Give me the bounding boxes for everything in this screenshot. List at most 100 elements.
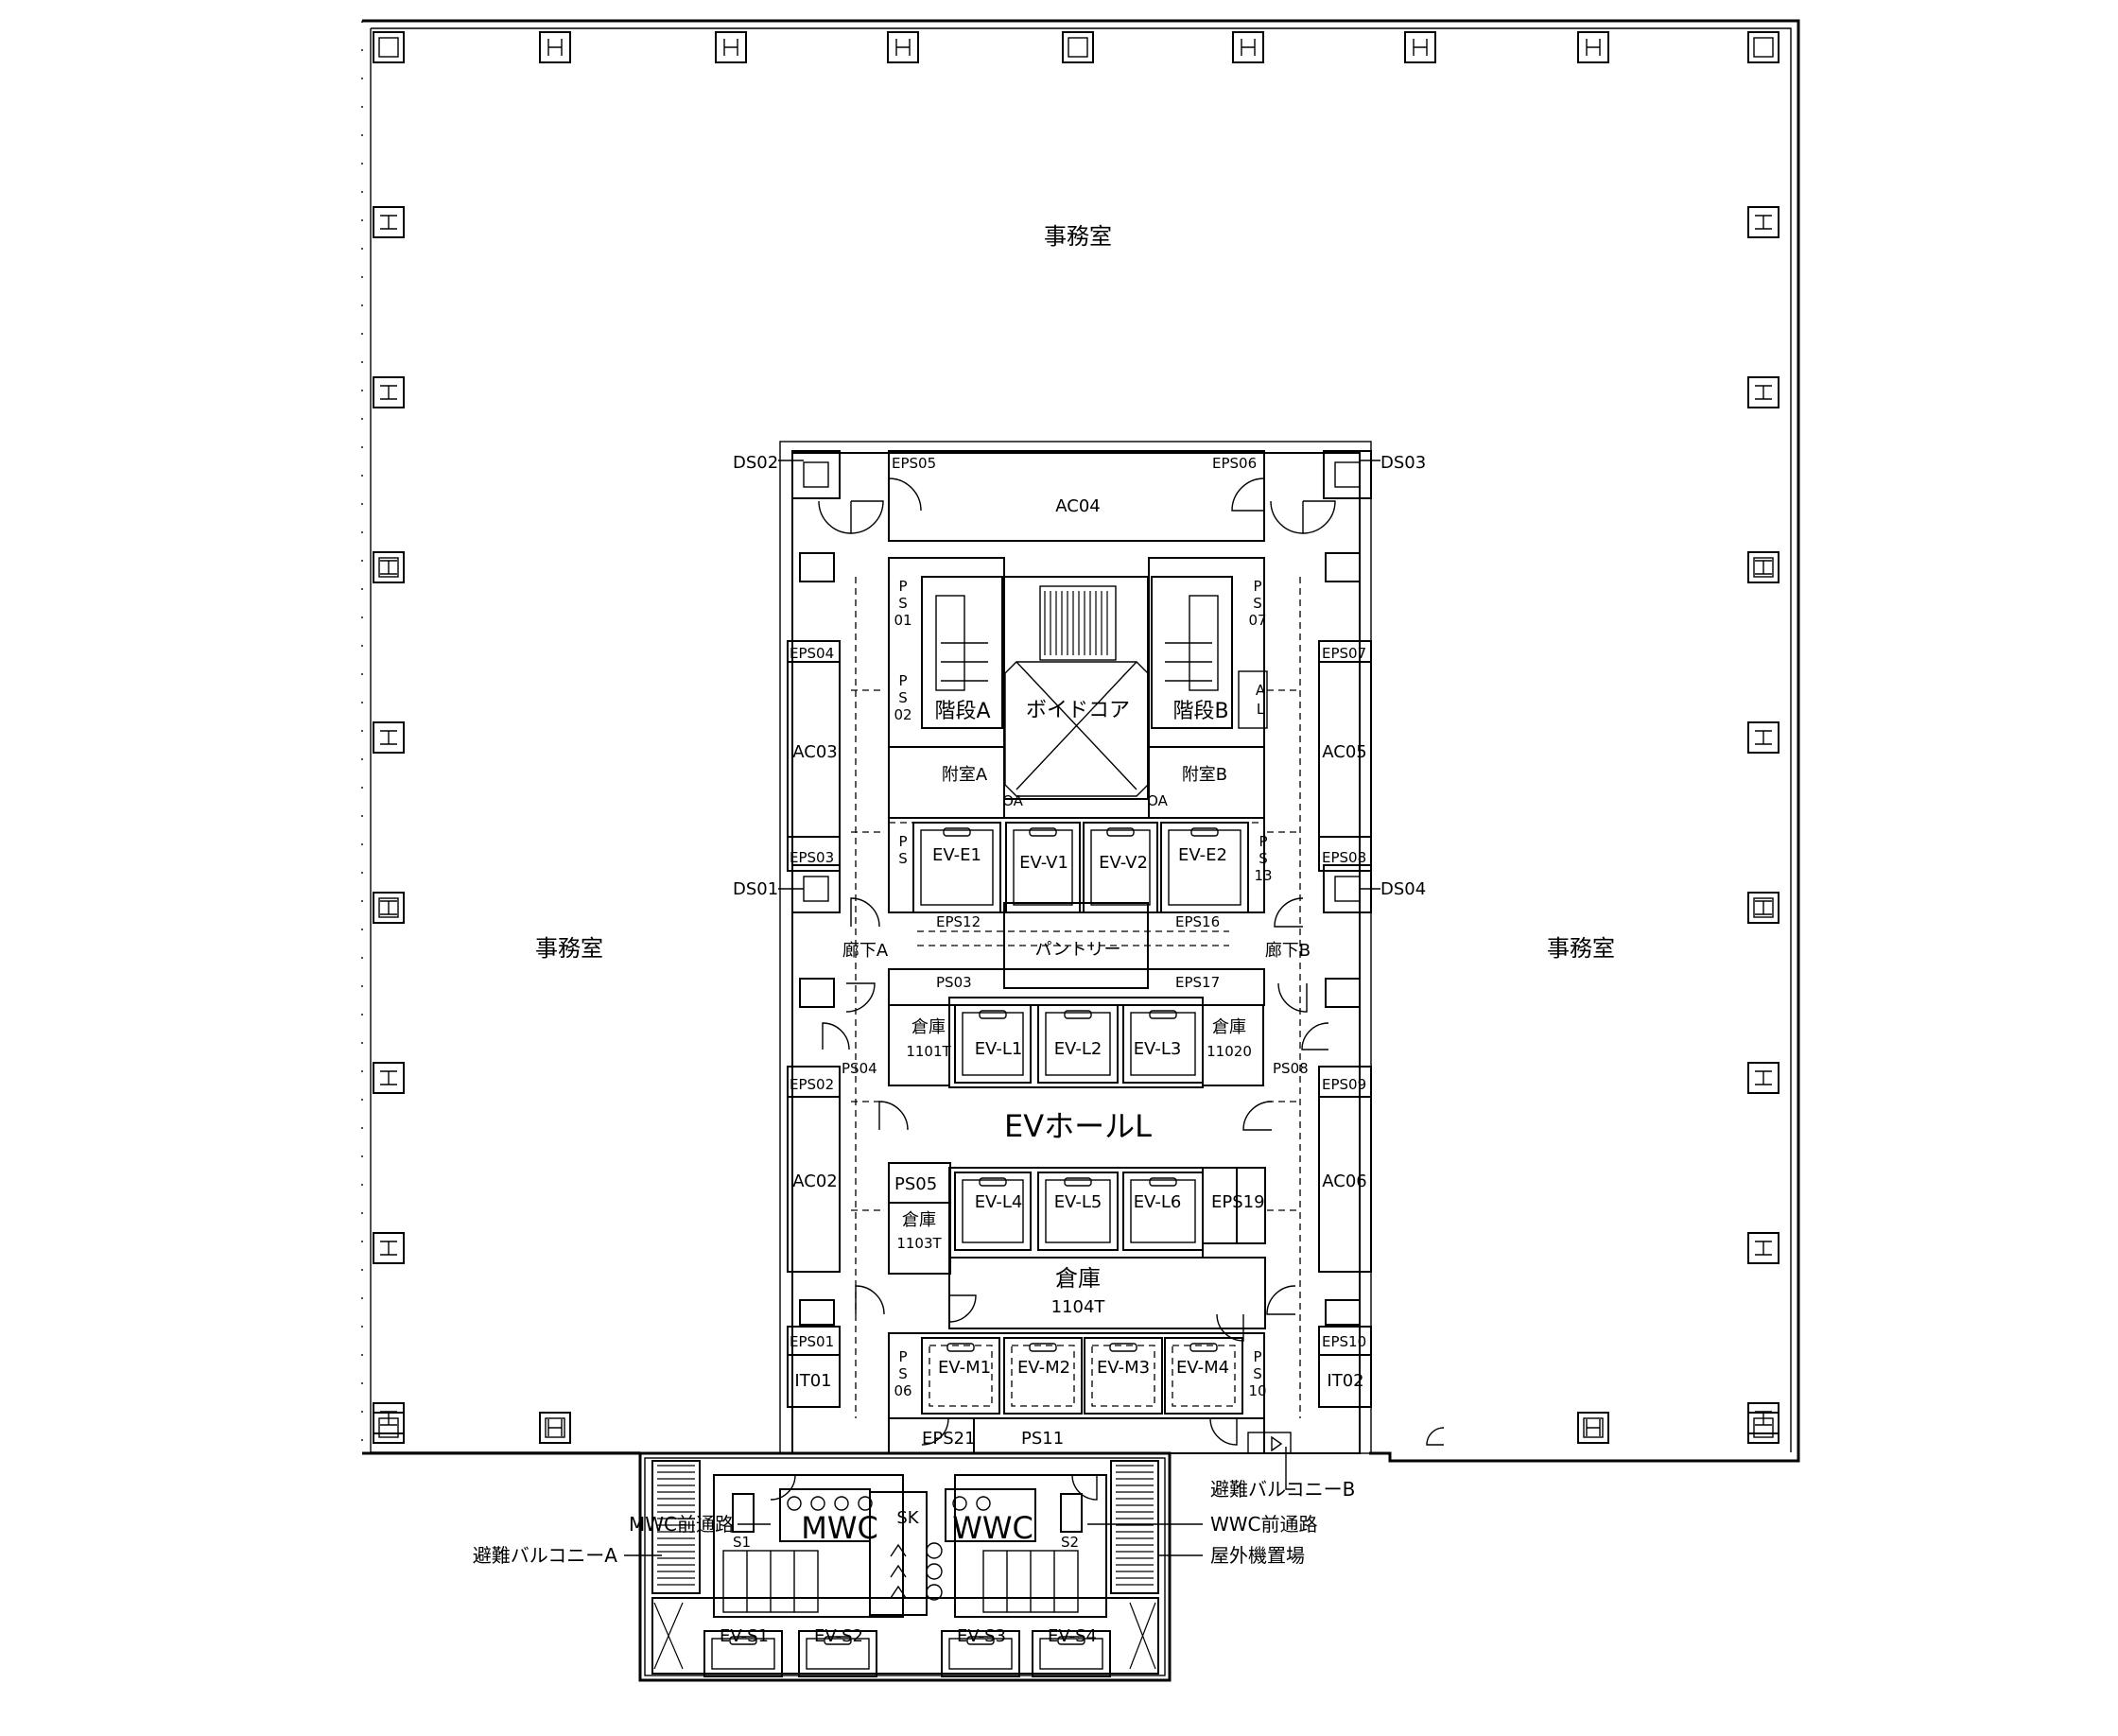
label-oa-right: OA bbox=[1147, 792, 1169, 809]
toilet-wing bbox=[638, 1432, 1292, 1682]
label-ev-s1: EV-S1 bbox=[720, 1626, 769, 1646]
door-swing bbox=[1071, 1474, 1098, 1501]
elevator-shaft bbox=[1032, 1630, 1111, 1677]
label-ev-e1: EV-E1 bbox=[932, 845, 981, 865]
elevator-labels: EV-E1 EV-V1 EV-V2 EV-E2 EV-L1 EV-L2 EV-L… bbox=[720, 845, 1229, 1646]
label-stair-b: 階段B bbox=[1172, 700, 1228, 723]
door-swing bbox=[822, 1022, 850, 1050]
callout-balcony-b: 避難バルコニーB bbox=[1210, 1478, 1355, 1501]
door-swing bbox=[1274, 897, 1304, 928]
label-it02: IT02 bbox=[1327, 1371, 1363, 1391]
label-storage-1102: 倉庫 bbox=[1212, 1017, 1246, 1037]
door-swing bbox=[1277, 982, 1308, 1013]
column bbox=[1747, 1062, 1779, 1094]
label-ps11: PS11 bbox=[1021, 1429, 1064, 1449]
column bbox=[1747, 892, 1779, 924]
elevator-shaft bbox=[1164, 1337, 1243, 1415]
label-ds03: DS03 bbox=[1380, 453, 1426, 473]
column bbox=[373, 1232, 405, 1264]
label-corridor-b: 廊下B bbox=[1265, 941, 1311, 961]
label-storage-1101-code: 1101T bbox=[906, 1043, 951, 1060]
column bbox=[373, 892, 405, 924]
label-ev-s4: EV-S4 bbox=[1048, 1626, 1097, 1646]
label-ev-l6: EV-L6 bbox=[1134, 1192, 1182, 1212]
label-eps12: EPS12 bbox=[936, 913, 981, 930]
label-storage-1104: 倉庫 bbox=[1055, 1265, 1101, 1292]
callout-balcony-a: 避難バルコニーA bbox=[473, 1544, 618, 1567]
label-office-right: 事務室 bbox=[1547, 935, 1615, 962]
stair-and-void-core bbox=[888, 557, 1268, 819]
label-ev-m3: EV-M3 bbox=[1097, 1358, 1150, 1378]
label-sk: SK bbox=[896, 1508, 919, 1528]
label-ds02: DS02 bbox=[733, 453, 778, 473]
column bbox=[373, 551, 405, 583]
elevator-shaft bbox=[921, 1337, 1000, 1415]
door-swing bbox=[948, 1294, 977, 1323]
door-swing bbox=[1266, 1285, 1296, 1315]
label-vestibule-a: 附室A bbox=[942, 765, 988, 785]
door-swing bbox=[1301, 1022, 1329, 1050]
door-swing bbox=[921, 1417, 949, 1446]
label-ev-v1: EV-V1 bbox=[1019, 853, 1068, 873]
label-corridor-a: 廊下A bbox=[842, 941, 889, 961]
column bbox=[539, 1412, 571, 1444]
label-storage-1103-code: 1103T bbox=[896, 1235, 942, 1252]
label-ev-s2: EV-S2 bbox=[814, 1626, 863, 1646]
label-ev-m1: EV-M1 bbox=[938, 1358, 991, 1378]
door-swing bbox=[888, 477, 922, 512]
label-ds01: DS01 bbox=[733, 879, 778, 899]
door-swing bbox=[1270, 500, 1304, 534]
label-mwc: MWC bbox=[801, 1510, 878, 1546]
column bbox=[373, 1062, 405, 1094]
label-storage-1103: 倉庫 bbox=[902, 1210, 936, 1230]
label-ev-l5: EV-L5 bbox=[1054, 1192, 1102, 1212]
callout-outdoor-units: 屋外機置場 bbox=[1210, 1544, 1305, 1567]
label-void-core: ボイドコア bbox=[1026, 699, 1130, 722]
elevator-shaft bbox=[1003, 1337, 1083, 1415]
label-storage-1104-code: 1104T bbox=[1051, 1297, 1106, 1317]
label-s1: S1 bbox=[733, 1534, 751, 1551]
label-eps21: EPS21 bbox=[922, 1429, 976, 1449]
label-eps03: EPS03 bbox=[790, 849, 834, 866]
label-ev-v2: EV-V2 bbox=[1099, 853, 1148, 873]
elevator-shaft bbox=[798, 1630, 877, 1677]
label-storage-1102-code: 11020 bbox=[1207, 1043, 1252, 1060]
label-ps03: PS03 bbox=[936, 974, 972, 991]
label-eps19: EPS19 bbox=[1211, 1192, 1265, 1212]
door-swing bbox=[850, 897, 880, 928]
label-ev-l1: EV-L1 bbox=[975, 1039, 1023, 1059]
label-ps04: PS04 bbox=[842, 1060, 877, 1077]
label-ac03: AC03 bbox=[792, 742, 837, 762]
elevator-shaft bbox=[941, 1630, 1020, 1677]
label-stair-a: 階段A bbox=[934, 700, 990, 723]
door-swing bbox=[1216, 1313, 1244, 1342]
column bbox=[1404, 31, 1436, 63]
callouts: 避難バルコニーB MWC前通路 避難バルコニーA WWC前通路 屋外機置場 bbox=[473, 460, 1380, 1567]
door-swing bbox=[855, 1285, 885, 1315]
column bbox=[1747, 892, 1779, 924]
column bbox=[1747, 31, 1779, 63]
elevator-shaft bbox=[1160, 822, 1249, 913]
elevator-shaft bbox=[954, 1172, 1032, 1251]
label-it01: IT01 bbox=[794, 1371, 831, 1391]
label-ev-e2: EV-E2 bbox=[1178, 845, 1227, 865]
door-swing bbox=[1302, 500, 1336, 534]
column bbox=[373, 31, 405, 63]
door-swing bbox=[845, 982, 876, 1013]
column bbox=[887, 31, 919, 63]
label-ps05: PS05 bbox=[894, 1174, 937, 1194]
label-eps05: EPS05 bbox=[892, 455, 936, 472]
elevator-shaft bbox=[1084, 1337, 1163, 1415]
door-swing bbox=[850, 500, 884, 534]
door-swing bbox=[1231, 477, 1265, 512]
column bbox=[373, 892, 405, 924]
door-swing bbox=[1426, 1427, 1445, 1446]
label-eps09: EPS09 bbox=[1322, 1076, 1366, 1093]
label-ev-m4: EV-M4 bbox=[1176, 1358, 1229, 1378]
label-ac04: AC04 bbox=[1055, 496, 1100, 516]
